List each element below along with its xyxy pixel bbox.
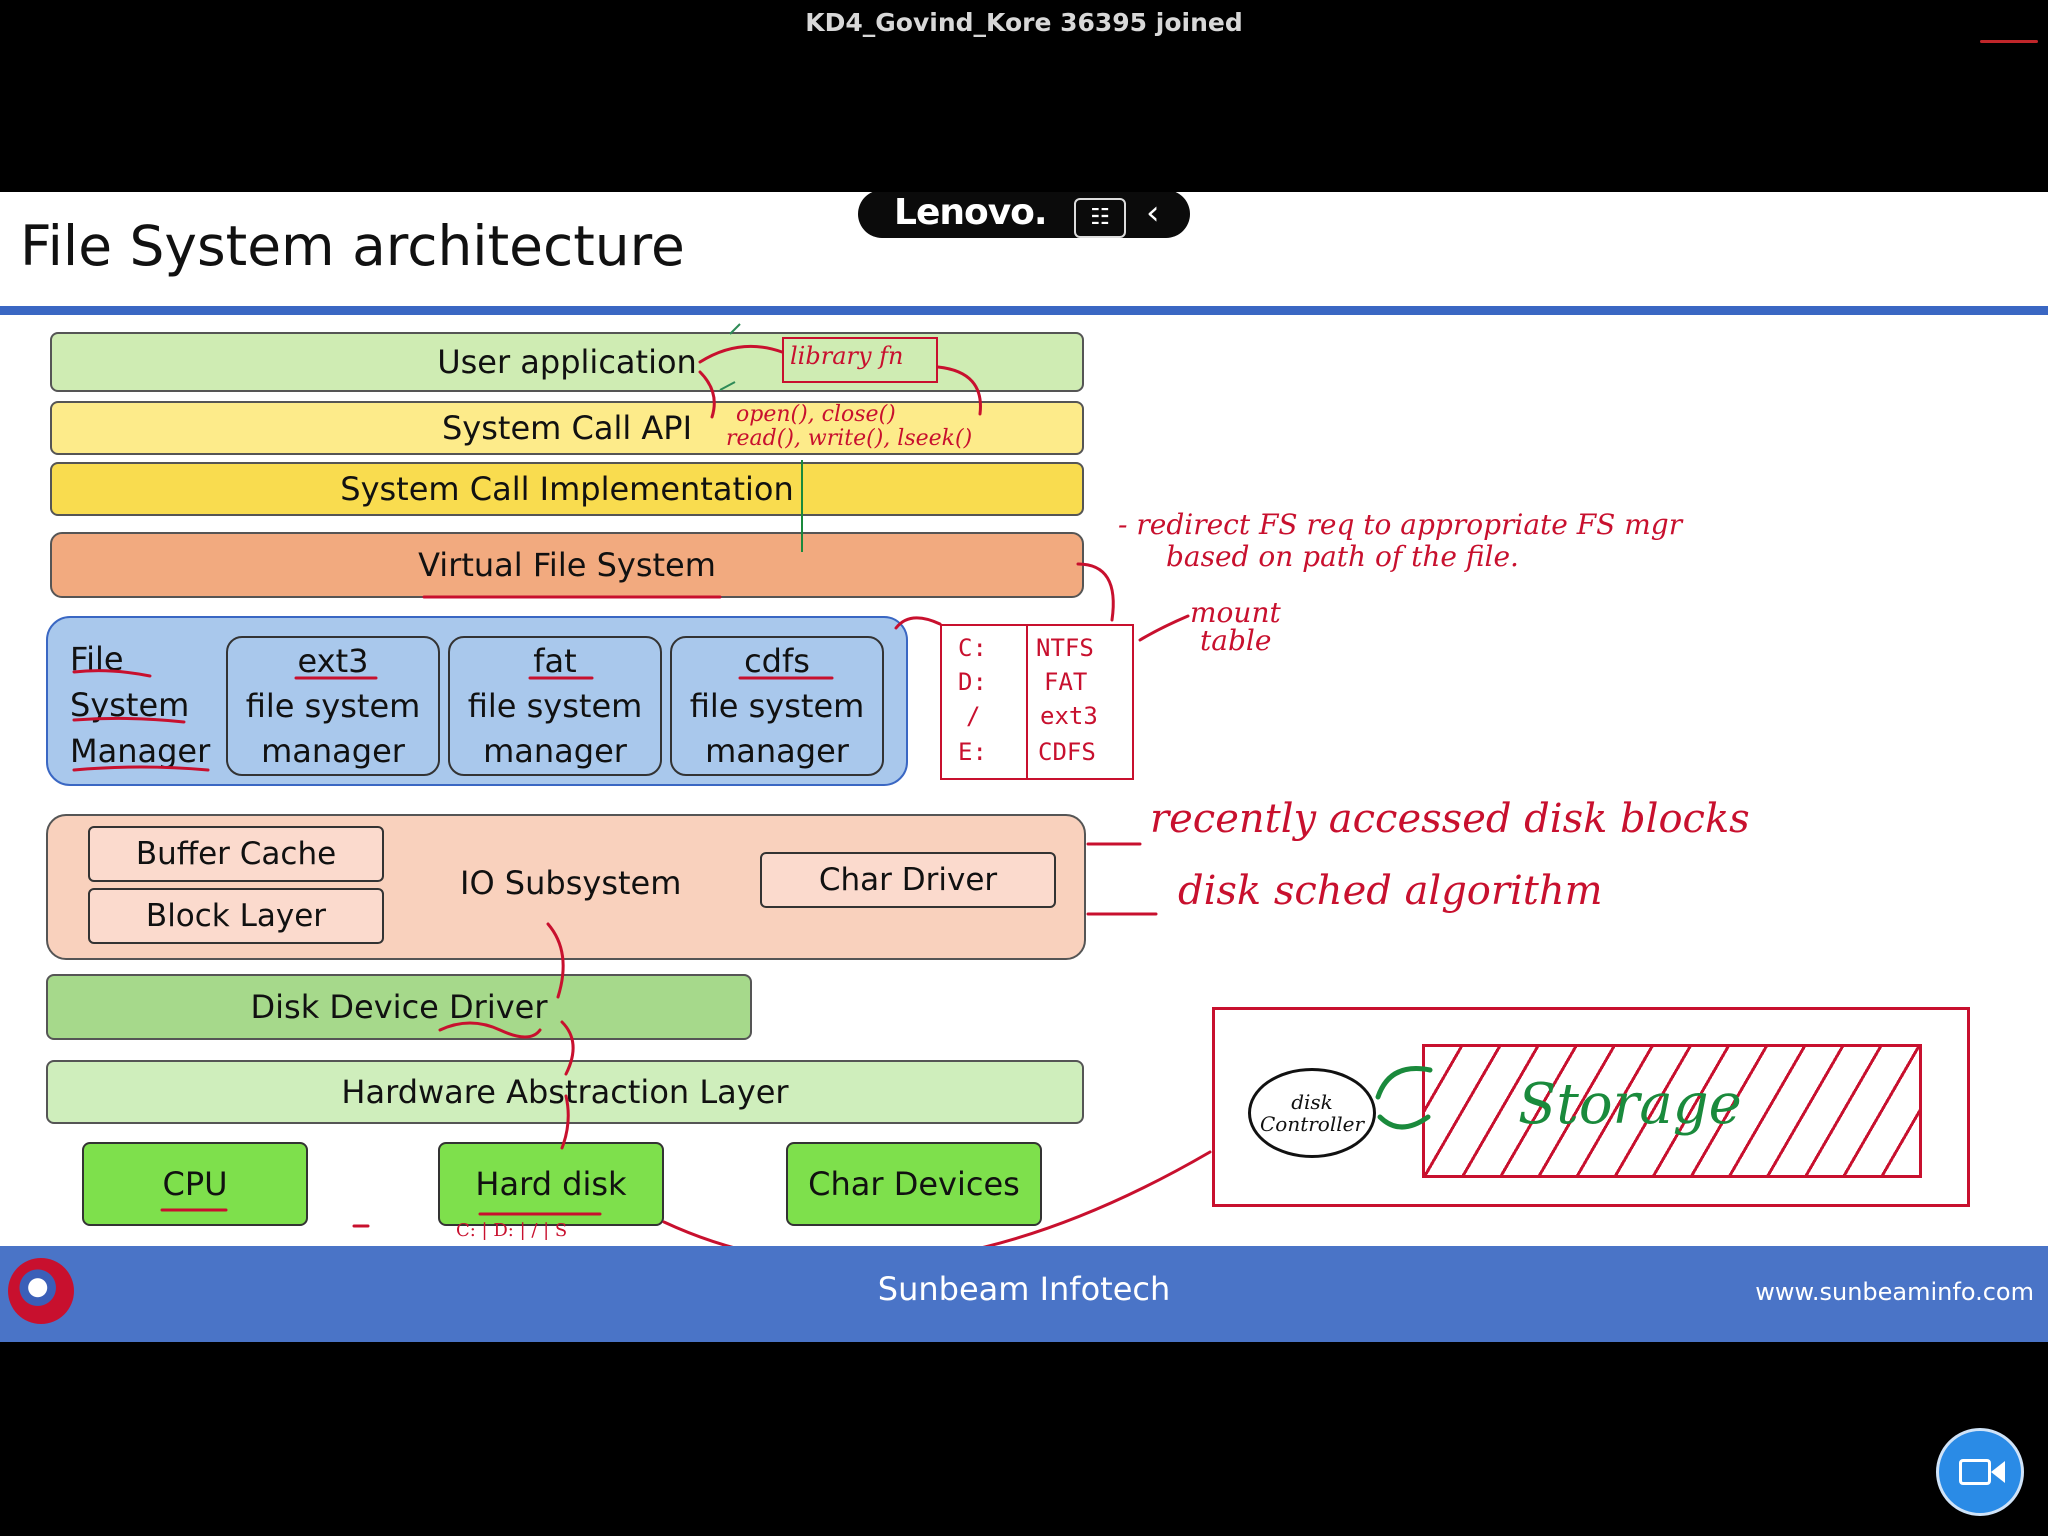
redirect-note-2: based on path of the file. (1166, 540, 1519, 573)
video-camera-lens (1991, 1461, 2005, 1483)
company-logo-icon (8, 1258, 74, 1324)
mount-row-drive: C: (958, 634, 987, 662)
arrow-mount-note (1138, 614, 1190, 642)
mount-row-fs: NTFS (1036, 634, 1094, 662)
library-fn-note: library fn (790, 342, 904, 370)
mount-row-fs: CDFS (1038, 738, 1096, 766)
disk-controller-circle: disk Controller (1248, 1068, 1376, 1158)
fat-line-1: fat (533, 641, 577, 680)
layer-syscall-api-label: System Call API (441, 409, 693, 447)
mount-row-fs: ext3 (1040, 702, 1098, 730)
disk-device-driver-label: Disk Device Driver (250, 988, 548, 1026)
mount-table (940, 624, 1134, 780)
buffer-cache: Buffer Cache (88, 826, 384, 882)
presentation-slide: File System architecture Lenovo. ☷ ‹ Use… (0, 192, 2048, 1342)
green-arrow-down (1377, 1114, 1431, 1130)
recording-indicator (1980, 40, 2038, 43)
storage-platter (1422, 1044, 1922, 1178)
disk-sched-note: disk sched algorithm (1178, 868, 1603, 914)
hw-char-devices: Char Devices (786, 1142, 1042, 1226)
char-driver: Char Driver (760, 852, 1056, 908)
fat-manager: fat file system manager (448, 636, 662, 776)
arrow-driver-to-hal (560, 1020, 575, 1076)
underline-fs-3 (72, 765, 210, 772)
slide-title: File System architecture (20, 214, 685, 278)
video-camera-button[interactable] (1936, 1428, 2024, 1516)
recent-blocks-note: recently accessed disk blocks (1150, 796, 1750, 842)
library-fn-box (782, 337, 938, 383)
ext3-line-2: file system (245, 686, 421, 725)
video-camera-icon (1959, 1459, 1991, 1485)
cdfs-manager: cdfs file system manager (670, 636, 884, 776)
green-tick-top (729, 323, 741, 335)
layer-syscall-api: System Call API (50, 401, 1084, 455)
buffer-cache-label: Buffer Cache (135, 836, 337, 872)
mount-note-1: mount (1190, 596, 1281, 629)
underline-fs-2 (72, 716, 186, 724)
hw-cpu: CPU (82, 1142, 308, 1226)
fs-manager-line-3: Manager (70, 732, 211, 770)
mount-row-drive: E: (958, 738, 987, 766)
arrow-mount-to-fs (894, 616, 942, 630)
hal-label: Hardware Abstraction Layer (341, 1073, 789, 1111)
disk-device-driver: Disk Device Driver (46, 974, 752, 1040)
ext3-line-3: manager (261, 731, 405, 770)
arrow-to-calls (698, 370, 716, 419)
arrow-from-library (936, 365, 982, 416)
block-layer-label: Block Layer (145, 898, 327, 934)
partitions-note: C: | D: | / | S (456, 1220, 568, 1241)
footer-url[interactable]: www.sunbeaminfo.com (1755, 1278, 2034, 1306)
hardware-abstraction-layer: Hardware Abstraction Layer (46, 1060, 1084, 1124)
disk-controller-line-1: disk (1291, 1090, 1333, 1114)
ink-strokes (72, 323, 1433, 1266)
arrow-to-library (698, 344, 784, 364)
ext3-line-1: ext3 (297, 641, 369, 680)
disk-controller-line-2: Controller (1259, 1112, 1365, 1136)
title-divider (0, 306, 2048, 315)
underline-driver (438, 1021, 542, 1039)
underline-fs-1 (72, 669, 152, 678)
footer-company: Sunbeam Infotech (877, 1270, 1171, 1308)
redirect-note-1: - redirect FS req to appropriate FS mgr (1118, 508, 1683, 541)
mount-table-divider (1026, 624, 1028, 780)
hw-hard-disk-label: Hard disk (475, 1165, 627, 1203)
arrow-hal-to-disk (560, 1094, 570, 1150)
fat-line-3: manager (483, 731, 627, 770)
fat-line-2: file system (467, 686, 643, 725)
layer-user-application-label: User application (437, 343, 697, 381)
calls-note-1: open(), close() (736, 402, 896, 427)
chevron-left-icon[interactable]: ‹ (1146, 193, 1160, 233)
layer-syscall-impl: System Call Implementation (50, 462, 1084, 516)
calls-note-2: read(), write(), lseek() (726, 426, 973, 451)
join-notification: KD4_Govind_Kore 36395 joined (805, 8, 1243, 37)
green-arrow-up (1375, 1066, 1433, 1100)
cdfs-line-2: file system (689, 686, 865, 725)
hw-char-devices-label: Char Devices (808, 1165, 1020, 1203)
block-layer: Block Layer (88, 888, 384, 944)
layer-vfs: Virtual File System (50, 532, 1084, 598)
lenovo-brand: Lenovo. (894, 192, 1048, 233)
green-tick-mid (719, 381, 736, 391)
storage-note: Storage (1518, 1072, 1742, 1137)
cdfs-line-3: manager (705, 731, 849, 770)
layer-vfs-label: Virtual File System (418, 546, 716, 584)
char-driver-label: Char Driver (818, 862, 998, 898)
io-subsystem-label: IO Subsystem (460, 864, 682, 902)
mount-row-drive: / (966, 702, 981, 730)
hw-hard-disk: Hard disk (438, 1142, 664, 1226)
mount-row-fs: FAT (1044, 668, 1088, 696)
hw-cpu-label: CPU (162, 1165, 228, 1203)
lenovo-present-icon[interactable]: ☷ (1074, 198, 1126, 238)
arrow-io-to-driver (546, 922, 565, 999)
layer-syscall-impl-label: System Call Implementation (340, 470, 794, 508)
slide-footer: Sunbeam Infotech www.sunbeaminfo.com (0, 1246, 2048, 1342)
arrow-vfs-to-mount (1076, 562, 1115, 622)
ext3-manager: ext3 file system manager (226, 636, 440, 776)
mount-note-2: table (1200, 624, 1272, 657)
mount-row-drive: D: (958, 668, 987, 696)
lenovo-toolbar[interactable]: Lenovo. ☷ ‹ (858, 192, 1190, 238)
storage-box (1212, 1007, 1970, 1207)
cdfs-line-1: cdfs (744, 641, 810, 680)
